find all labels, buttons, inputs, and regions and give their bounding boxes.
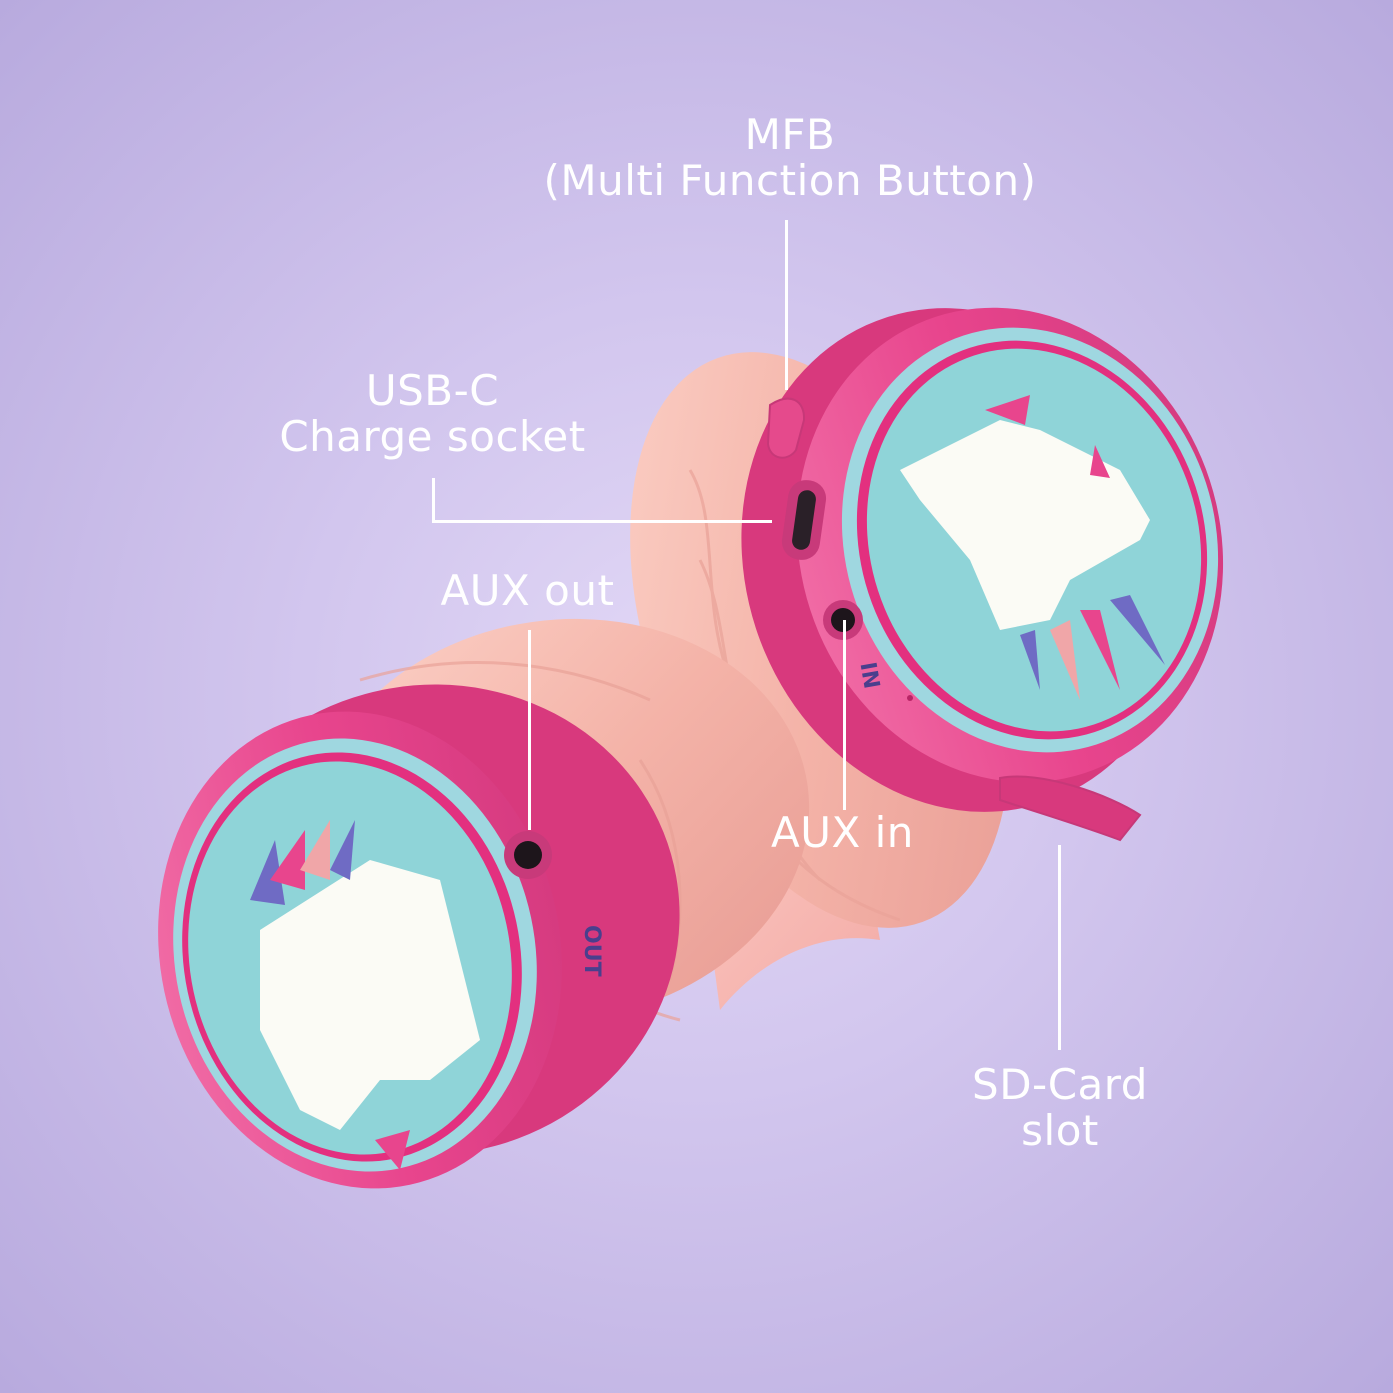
usbc-callout-line2: Charge socket (279, 412, 586, 461)
usbc-callout-line1: USB-C (365, 366, 500, 415)
sd-card-callout: SD-Card slot (955, 1062, 1165, 1154)
unicorn-graphic-left (250, 820, 480, 1170)
sd-card-leader-line (1058, 845, 1061, 1050)
aux-in-callout: AUX in (755, 810, 930, 856)
mfb-callout: MFB (Multi Function Button) (520, 112, 1060, 204)
usb-c-socket[interactable] (780, 478, 829, 563)
mfb-button[interactable] (766, 397, 806, 459)
aux-out-leader-line (528, 630, 531, 830)
aux-out-jack[interactable] (504, 831, 552, 879)
unicorn-graphic (900, 395, 1165, 700)
usbc-leader-vertical (432, 478, 435, 523)
right-earcup: IN (630, 307, 1224, 928)
sd-card-callout-line2: slot (1021, 1106, 1099, 1155)
aux-out-port-label: OUT (579, 925, 604, 977)
aux-in-callout-label: AUX in (771, 808, 914, 857)
mfb-callout-line1: MFB (744, 110, 836, 159)
sd-card-slot[interactable] (999, 775, 1142, 842)
aux-in-leader-line (843, 620, 846, 810)
aux-in-port-label: IN (854, 660, 883, 691)
mfb-leader-line (785, 220, 788, 390)
sd-card-callout-line1: SD-Card (972, 1060, 1148, 1109)
usbc-leader-horizontal (432, 520, 772, 523)
aux-out-callout-label: AUX out (440, 566, 615, 615)
usbc-callout: USB-C Charge socket (270, 368, 595, 460)
left-earcup: OUT (158, 618, 810, 1189)
aux-out-callout: AUX out (420, 568, 635, 614)
mfb-callout-line2: (Multi Function Button) (543, 156, 1037, 205)
